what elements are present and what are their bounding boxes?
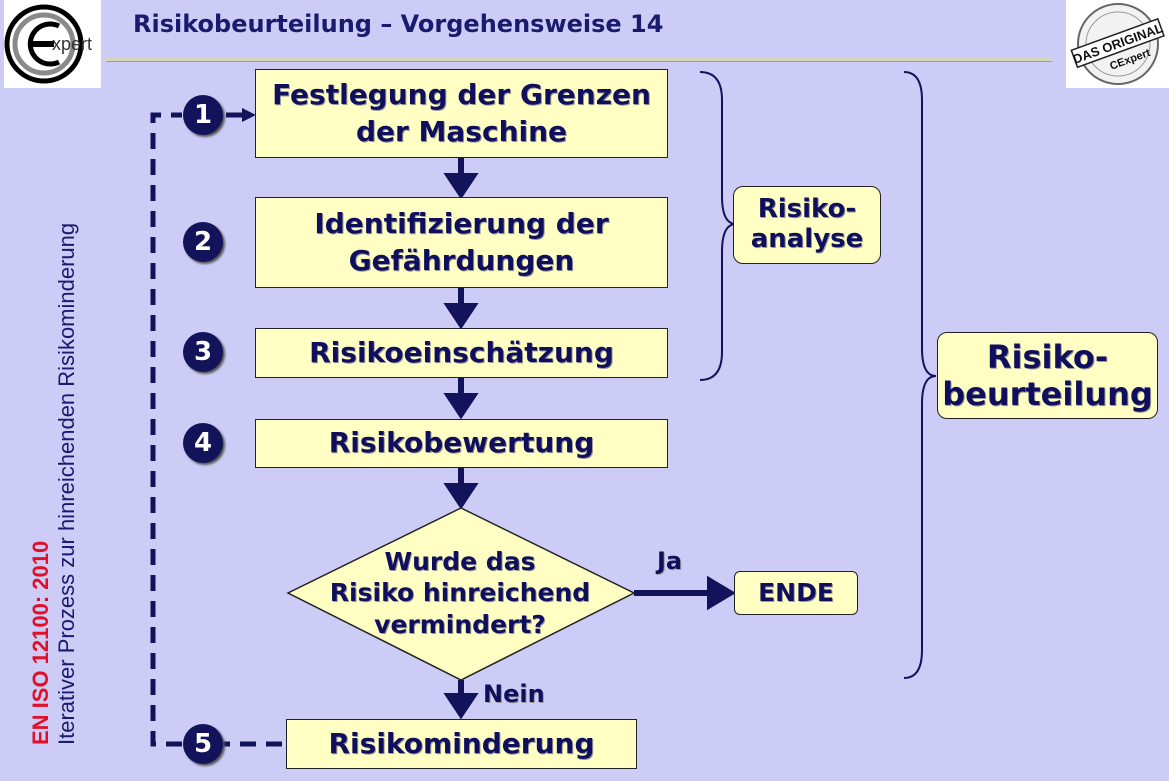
risk-assessment-box: Risiko- beurteilung: [937, 332, 1158, 419]
risk-analysis-box: Risiko- analyse: [733, 186, 881, 264]
decision-line-1: Wurde das: [384, 547, 536, 576]
yes-label: Ja: [657, 547, 683, 575]
assessment-brace: [903, 71, 937, 679]
arrowhead-3-4: [443, 393, 479, 420]
risk-analysis-line-2: analyse: [750, 224, 864, 254]
arrowhead-decision-5: [443, 693, 479, 720]
step-2-badge: 2: [183, 222, 223, 262]
step-5-badge: 5: [183, 724, 223, 764]
logo-text: xpert: [52, 34, 93, 54]
step-4-badge: 4: [183, 423, 223, 463]
risk-assessment-line-2: beurteilung: [942, 374, 1153, 413]
no-label: Nein: [483, 680, 545, 708]
arrowhead-1-2: [443, 173, 479, 200]
arrowhead-4-decision: [443, 483, 479, 510]
analysis-brace: [699, 71, 737, 381]
step-1-badge: 1: [183, 95, 223, 135]
step-2-box: Identifizierung der Gefährdungen: [255, 197, 668, 288]
risk-assessment-line-1: Risiko-: [986, 337, 1109, 376]
step-3-badge: 3: [183, 332, 223, 372]
decision-diamond: [286, 507, 636, 681]
page-title: Risikobeurteilung – Vorgehensweise 14: [133, 10, 664, 38]
step-4-box: Risikobewertung: [255, 419, 668, 468]
step-3-box: Risikoeinschätzung: [255, 328, 668, 378]
arrowhead-2-3: [443, 303, 479, 330]
arrowhead-yes: [707, 575, 736, 611]
step-1-box: Festlegung der Grenzen der Maschine: [255, 69, 668, 158]
decision-line-2: Risiko hinreichend: [329, 578, 591, 608]
loop-dash-left: [150, 112, 182, 747]
title-divider: [106, 58, 1052, 62]
risk-analysis-line-1: Risiko-: [757, 194, 857, 225]
loop-arrowhead: [242, 108, 256, 122]
decision-question: Wurde das Risiko hinreichend vermindert?: [320, 546, 600, 640]
decision-line-3: vermindert?: [374, 609, 546, 639]
cexpert-logo: xpert: [4, 0, 101, 88]
das-original-seal: DAS ORIGINAL CExpert: [1066, 0, 1169, 88]
step-5-box: Risikominderung: [286, 719, 637, 769]
end-box: ENDE: [734, 571, 858, 615]
